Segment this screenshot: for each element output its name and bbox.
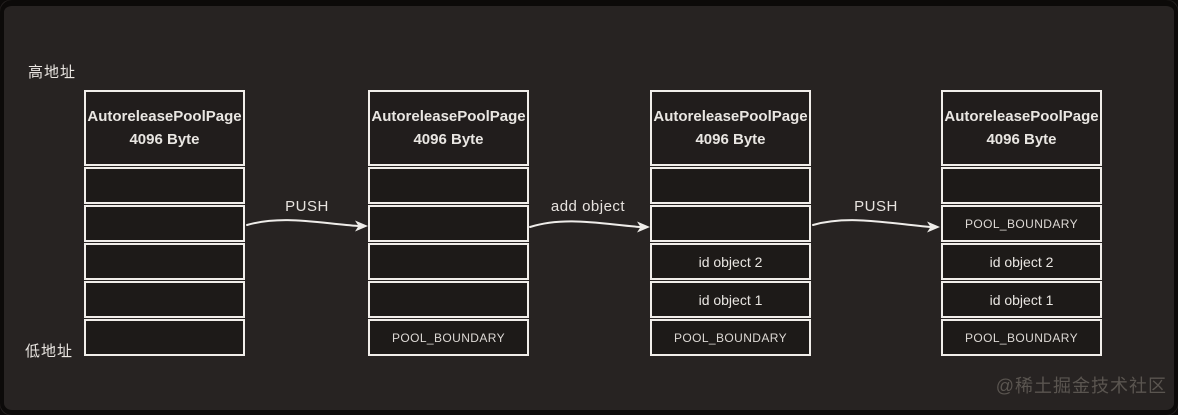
pool-page-box: AutoreleasePoolPage 4096 Byte POOL_BOUND… — [941, 90, 1102, 356]
push-arrow-1-head — [355, 220, 368, 232]
pool-page-box: AutoreleasePoolPage 4096 Byte id object … — [650, 90, 811, 356]
watermark: @稀土掘金技术社区 — [995, 376, 1167, 396]
box-title: AutoreleasePoolPage 4096 Byte — [941, 90, 1102, 166]
add-object-arrow-label: add object — [550, 198, 626, 215]
add-object-arrow-head — [637, 221, 650, 233]
add-object-arrow — [529, 220, 641, 228]
box-title: AutoreleasePoolPage 4096 Byte — [368, 90, 529, 166]
box-row — [84, 243, 245, 280]
pool-page-box: AutoreleasePoolPage 4096 Byte — [84, 90, 245, 356]
box-row — [84, 205, 245, 242]
box-title-line1: AutoreleasePoolPage — [371, 107, 526, 125]
box-title-line2: 4096 Byte — [129, 131, 200, 148]
low-address-label: 低地址 — [25, 343, 74, 360]
box-title: AutoreleasePoolPage 4096 Byte — [650, 90, 811, 166]
push-arrow-1-label: PUSH — [285, 198, 329, 215]
box-row: id object 2 — [941, 243, 1102, 280]
box-title: AutoreleasePoolPage 4096 Byte — [84, 90, 245, 166]
push-arrow-2-label: PUSH — [854, 198, 898, 215]
box-row — [84, 167, 245, 204]
push-arrow-2 — [812, 219, 931, 228]
box-row — [84, 319, 245, 356]
box-row: POOL_BOUNDARY — [941, 319, 1102, 356]
push-arrow-1 — [246, 219, 359, 227]
box-row: id object 1 — [941, 281, 1102, 318]
box-row: POOL_BOUNDARY — [368, 319, 529, 356]
box-row: POOL_BOUNDARY — [650, 319, 811, 356]
box-row — [650, 167, 811, 204]
high-address-label: 高地址 — [28, 64, 77, 81]
box-row — [368, 243, 529, 280]
box-row — [368, 205, 529, 242]
box-row — [368, 281, 529, 318]
box-row — [84, 281, 245, 318]
box-title-line1: AutoreleasePoolPage — [87, 107, 242, 125]
box-title-line2: 4096 Byte — [695, 131, 766, 148]
pool-page-box: AutoreleasePoolPage 4096 Byte POOL_BOUND… — [368, 90, 529, 356]
box-title-line1: AutoreleasePoolPage — [944, 107, 1099, 125]
box-row — [368, 167, 529, 204]
push-arrow-2-head — [927, 221, 940, 233]
box-title-line2: 4096 Byte — [413, 131, 484, 148]
box-row — [650, 205, 811, 242]
box-row: POOL_BOUNDARY — [941, 205, 1102, 242]
box-row: id object 2 — [650, 243, 811, 280]
box-title-line2: 4096 Byte — [986, 131, 1057, 148]
box-row — [941, 167, 1102, 204]
box-row: id object 1 — [650, 281, 811, 318]
box-title-line1: AutoreleasePoolPage — [653, 107, 808, 125]
